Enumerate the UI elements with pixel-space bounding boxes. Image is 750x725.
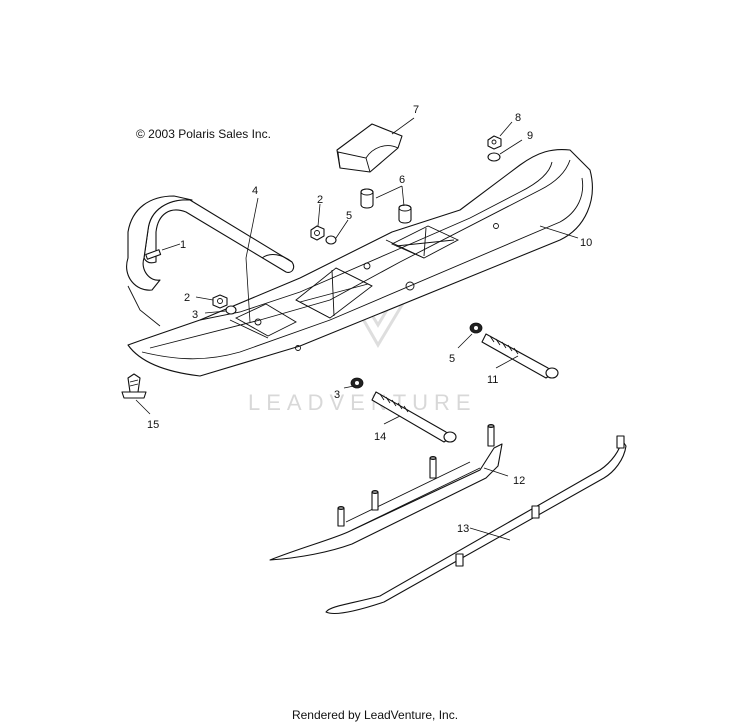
part-13-carbide	[325, 435, 627, 615]
upper-hardware	[310, 188, 412, 245]
callout-3-lower: 3	[334, 389, 340, 401]
left-hardware	[212, 294, 237, 315]
callout-5-upper: 5	[346, 210, 352, 222]
callout-5-lower: 5	[449, 353, 455, 365]
callout-1: 1	[180, 239, 186, 251]
callout-15: 15	[147, 419, 159, 431]
callout-11: 11	[487, 374, 498, 386]
callout-9: 9	[527, 130, 533, 142]
rear-hardware	[487, 135, 502, 162]
callout-14: 14	[374, 431, 386, 443]
part-1-pin	[145, 249, 162, 260]
part-7-bumper	[336, 123, 403, 173]
callout-8: 8	[515, 112, 521, 124]
callout-13: 13	[457, 523, 469, 535]
callout-10: 10	[580, 237, 592, 249]
callout-3-left: 3	[192, 309, 198, 321]
callout-2-left: 2	[184, 292, 190, 304]
part-4-handle	[126, 195, 295, 327]
callout-7: 7	[413, 104, 419, 116]
watermark-text: LEADVENTURE	[248, 390, 477, 415]
callout-4: 4	[252, 185, 258, 197]
callout-2-upper: 2	[317, 194, 323, 206]
callouts: 1 2 3 4 2 5 6 7 8 9 10 5 11 3 14 12 13 1…	[147, 104, 592, 535]
footer-credit: Rendered by LeadVenture, Inc.	[291, 708, 459, 722]
part-12-wear-bar	[269, 424, 503, 561]
copyright-notice: © 2003 Polaris Sales Inc.	[136, 127, 271, 141]
part-15-screw	[121, 373, 147, 399]
leader-lines	[135, 117, 579, 541]
part-10-ski	[127, 148, 593, 377]
callout-6: 6	[399, 174, 405, 186]
part-11-bolt	[469, 322, 559, 379]
callout-12: 12	[513, 475, 525, 487]
part-14-bolt	[350, 377, 457, 443]
